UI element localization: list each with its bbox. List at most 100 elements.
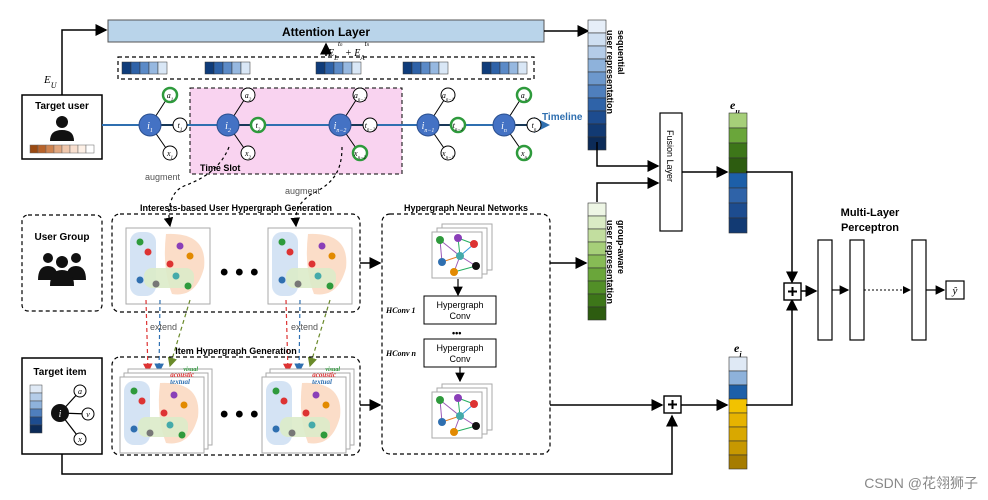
interest-hypergraph-box	[111, 213, 361, 313]
attr-a-label: an	[521, 91, 528, 103]
history-cell	[77, 144, 87, 154]
vector-cell	[587, 306, 607, 321]
embedding-cell	[333, 61, 344, 75]
hyper-node	[136, 238, 144, 246]
embedding-cell	[490, 61, 501, 75]
hgnn-node	[450, 428, 458, 436]
vector-cell	[728, 157, 748, 174]
timeline-node-4: in−1an−1tn−1xn−1	[416, 87, 467, 161]
embedding-cell	[402, 61, 413, 75]
extend-label-2: extend	[291, 322, 318, 332]
hyper-node	[136, 276, 144, 284]
user-group-label: User Group	[34, 232, 89, 243]
embedding-cell	[351, 61, 362, 75]
hyper-node	[326, 282, 334, 290]
attr-a-node	[161, 86, 179, 104]
hgnn-node	[438, 258, 446, 266]
vector-cell	[587, 215, 607, 230]
hyper-node	[288, 429, 296, 437]
vector-cell	[587, 97, 607, 112]
hyper-node	[278, 276, 286, 284]
hgnn-graph-bottom	[431, 383, 493, 439]
vector-cell	[587, 202, 607, 217]
hyper-node	[166, 260, 174, 268]
item-node-v: v	[86, 410, 90, 419]
attr-x-label: xn	[520, 149, 528, 161]
item-center-node: i	[59, 409, 62, 420]
sequential-user-representation-label: sequentialuser representation	[605, 30, 626, 114]
hgnn-node	[454, 234, 462, 242]
hgnn-node	[470, 400, 478, 408]
group-aware-user-representation-vector	[587, 202, 607, 321]
embedding-cell	[231, 61, 242, 75]
vector-cell	[728, 412, 748, 428]
item-node-label: i1	[147, 121, 153, 134]
vector-cell	[728, 142, 748, 159]
item-plus	[663, 395, 682, 414]
hgnn-graph-top	[431, 223, 493, 279]
vector-cell	[587, 58, 607, 73]
mlp-title-2: Perceptron	[841, 222, 899, 234]
time-label: t1	[178, 121, 183, 133]
hyper-node	[172, 272, 180, 280]
embedding-cell	[240, 61, 251, 75]
hyper-node	[272, 425, 280, 433]
item-feature-cell	[29, 416, 43, 426]
item-node	[416, 113, 440, 137]
timeline-nodes: i1a1t1x1i2a2t2x2in−2an−2tn−2xn−2in−1an−1…	[138, 86, 542, 162]
mlp-layer-2	[849, 239, 865, 341]
attr-a-node	[515, 86, 533, 104]
hyper-node	[318, 242, 326, 250]
embedding-cell	[420, 61, 431, 75]
timeline-node-3: in−2an−2tn−2xn−2	[328, 87, 378, 162]
time-node	[449, 116, 467, 134]
vector-cell	[587, 71, 607, 86]
hyper-node	[314, 272, 322, 280]
embedding-cell	[157, 61, 168, 75]
vector-cell	[728, 440, 748, 456]
attr-a-node	[352, 87, 368, 103]
hyper-node	[328, 252, 336, 260]
item-feature-cell	[29, 392, 43, 402]
item-node-a: a	[78, 387, 82, 396]
vector-cell	[587, 241, 607, 256]
embedding-cell	[342, 61, 353, 75]
embedding-cell	[139, 61, 150, 75]
hgnn-label: Hypergraph Neural Networks	[404, 203, 528, 213]
attr-x-node	[440, 145, 456, 161]
e-i-vector	[728, 356, 748, 470]
modality-visual: visual	[325, 367, 340, 373]
attr-a-label: a2	[245, 91, 252, 103]
item-node-graph: i a v x	[51, 384, 95, 446]
item-feature-cell	[29, 384, 43, 394]
item-hypergraph-box	[111, 356, 361, 456]
embedding-cell	[315, 61, 326, 75]
target-item-label: Target item	[33, 367, 86, 378]
attr-x-label: x2	[244, 149, 252, 161]
embedding-cell	[130, 61, 141, 75]
vector-cell	[587, 228, 607, 243]
vector-cell	[728, 454, 748, 470]
time-label: t2	[256, 121, 261, 133]
vector-cell	[728, 370, 748, 386]
hyper-node	[152, 280, 160, 288]
time-node	[172, 117, 188, 133]
e-u-vector	[728, 112, 748, 234]
hyper-node	[308, 421, 316, 429]
hyper-node	[160, 409, 168, 417]
hgnn-node	[436, 236, 444, 244]
hyper-node	[176, 242, 184, 250]
embedding-1	[121, 61, 168, 75]
hgnn-node	[454, 394, 462, 402]
time-label: tn−1	[453, 121, 464, 133]
e-u-label: eu	[730, 98, 740, 116]
hyper-node	[178, 431, 186, 439]
embedding-cell	[481, 61, 492, 75]
vector-cell	[587, 254, 607, 269]
hyper-node	[322, 401, 330, 409]
